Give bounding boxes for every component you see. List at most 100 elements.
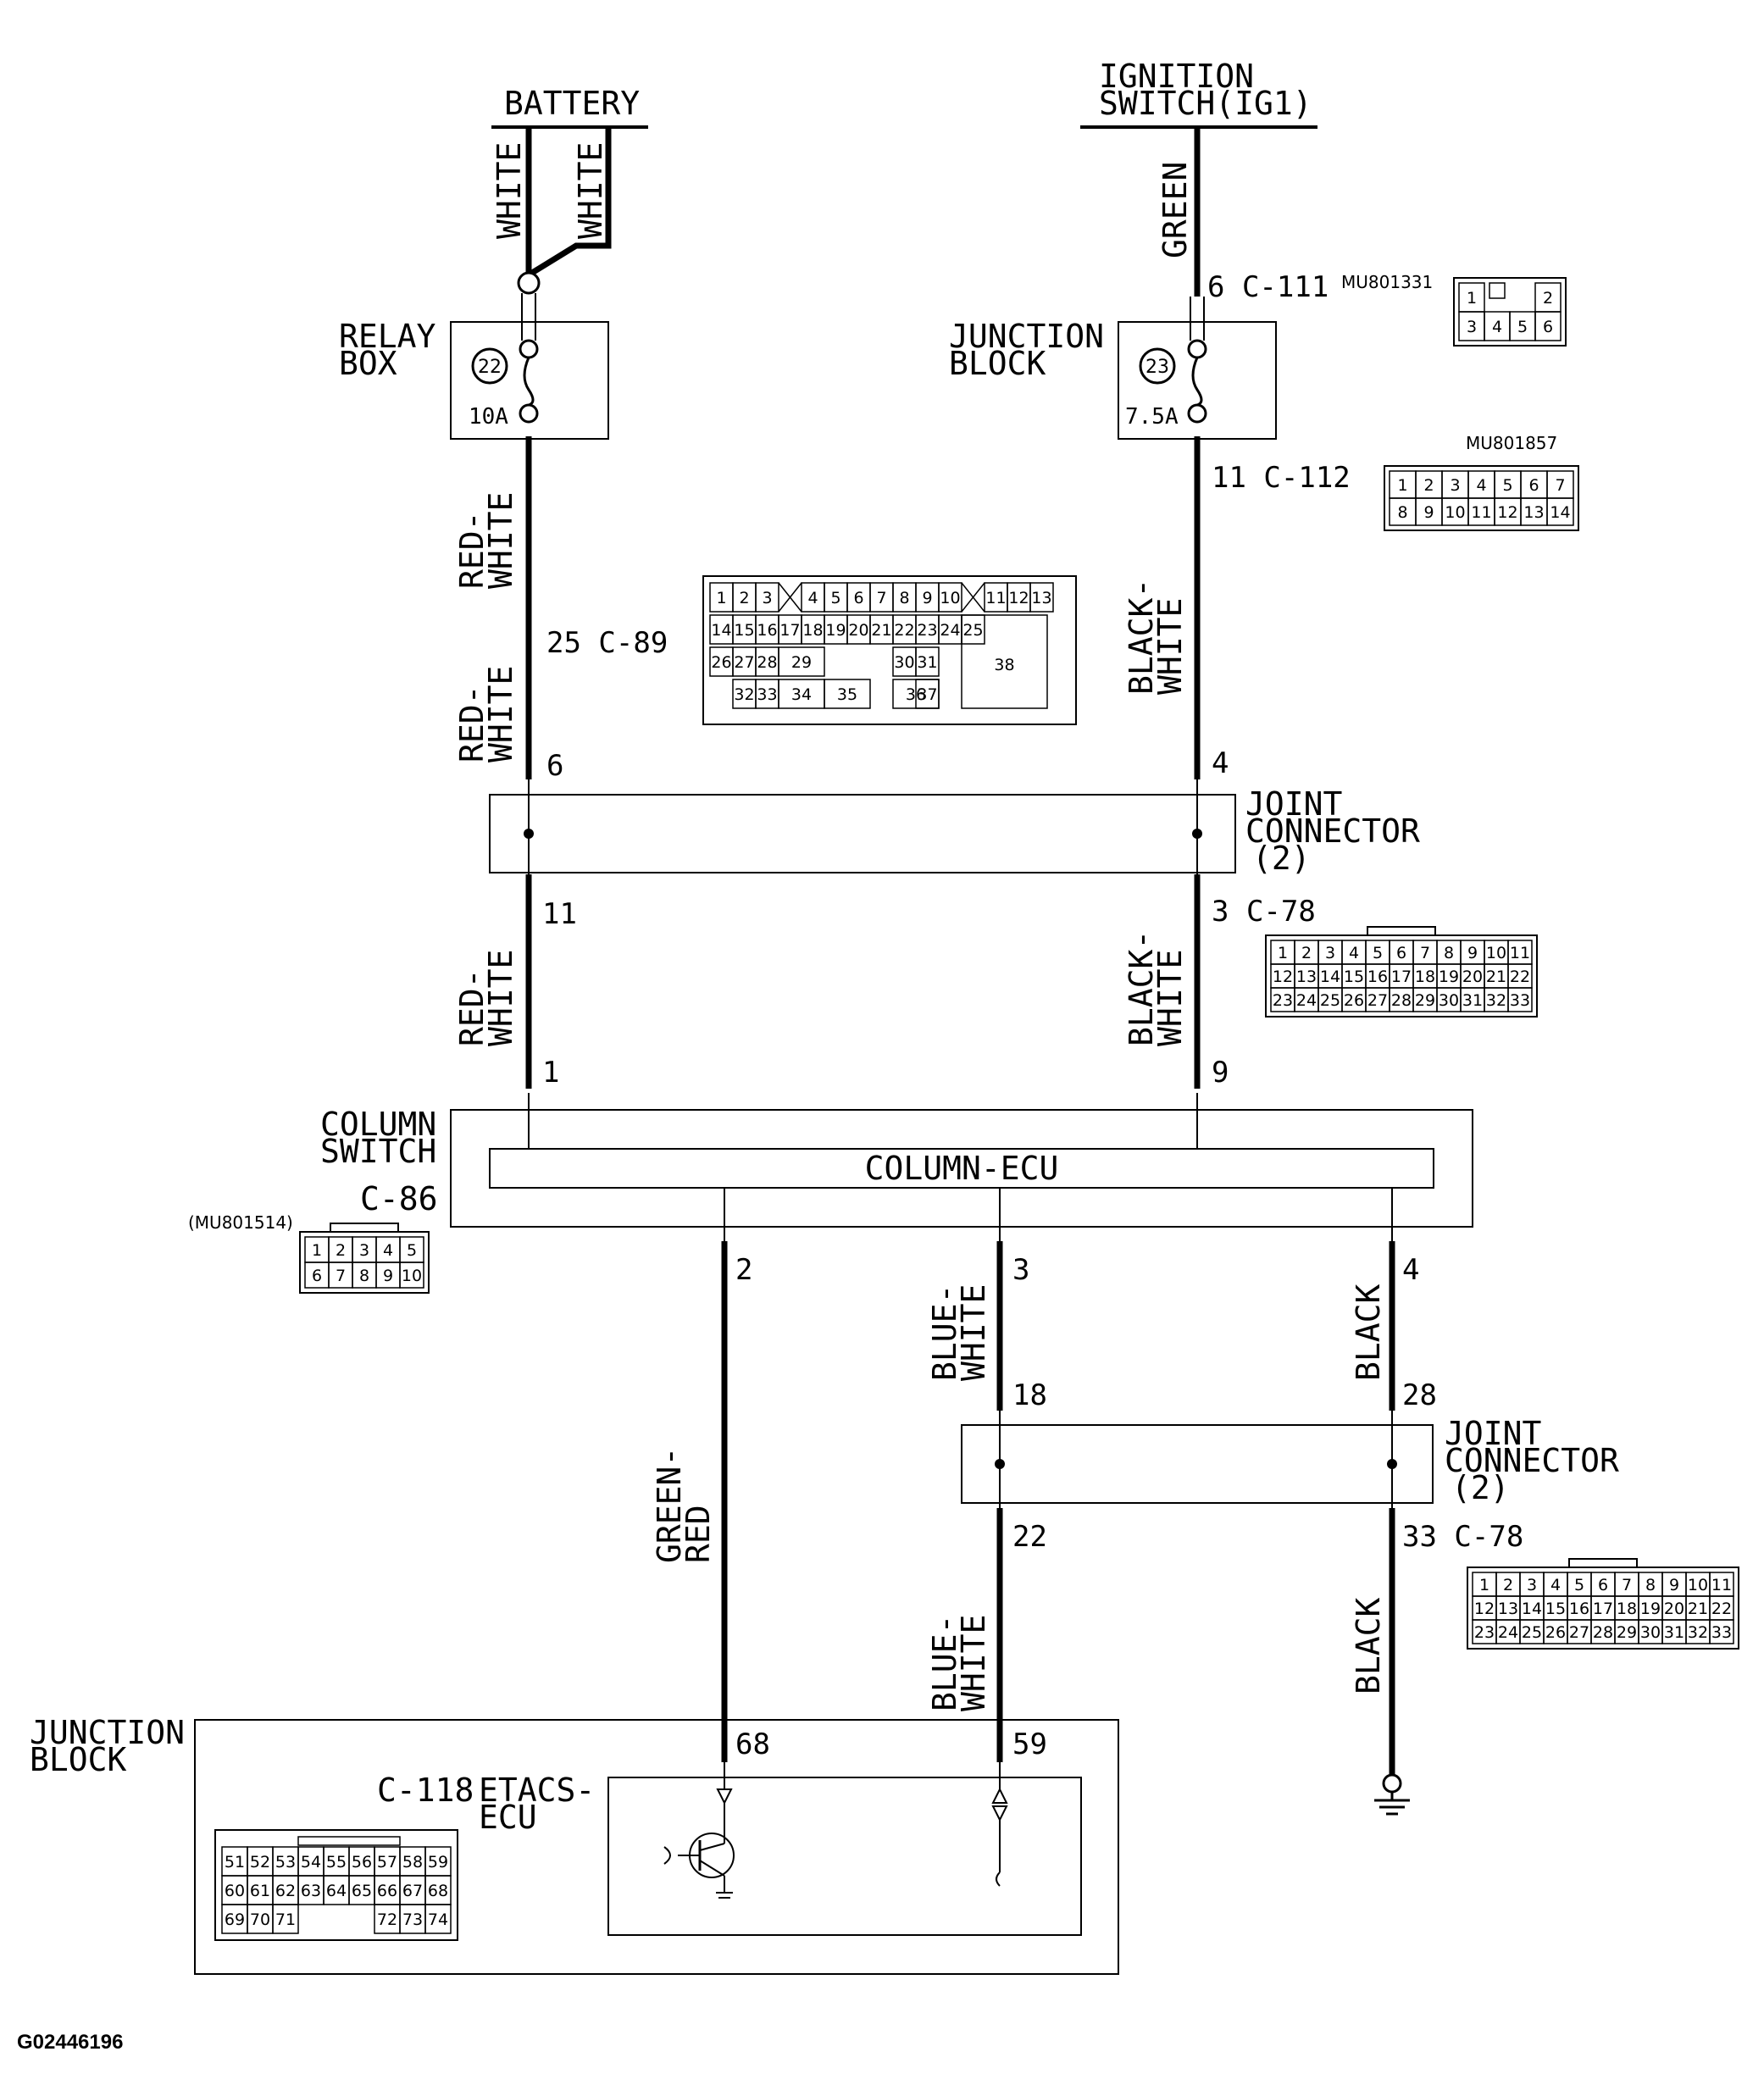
- connector-cell-label: 20: [1664, 1600, 1684, 1618]
- column-ecu-label: COLUMN-ECU: [865, 1150, 1059, 1187]
- pin-labels: 6 C-111 11 C-112 25 C-89 6 4 11 3 C-78 1…: [542, 270, 1523, 1761]
- connector-cell-label: 54: [301, 1853, 321, 1872]
- ignition-source: IGNITION SWITCH(IG1): [1080, 58, 1317, 129]
- connector-cell-label: 30: [1640, 1623, 1661, 1642]
- connector-cell-label: 2: [1503, 1576, 1513, 1594]
- connector-cell-label: 17: [1391, 968, 1412, 986]
- connector-cell-label: 2: [336, 1241, 346, 1260]
- connector-cell-label: 6: [1396, 944, 1406, 962]
- connector-cell-label: 4: [383, 1241, 393, 1260]
- connector-cell-label: 15: [1344, 968, 1364, 986]
- connector-cell-label: 4: [1492, 318, 1502, 336]
- connector-cell-label: 5: [407, 1241, 417, 1260]
- connector-cell-label: 19: [1640, 1600, 1661, 1618]
- wire-label-bluw2a: BLUE-: [926, 1615, 963, 1711]
- column-switch-label-2: SWITCH: [320, 1133, 436, 1170]
- wire-label-bw1b: WHITE: [1151, 598, 1189, 695]
- wire-label-white-left: WHITE: [491, 142, 528, 239]
- relay-box-label-1: RELAY: [339, 318, 436, 355]
- column-switch-label-1: COLUMN: [320, 1106, 436, 1143]
- connector-cell-label: 55: [326, 1853, 347, 1872]
- etacs-label-1: ETACS-: [479, 1772, 595, 1809]
- jb-top-label-1: JUNCTION: [949, 318, 1104, 355]
- connector-cell-label: 9: [1467, 944, 1478, 962]
- jc-upper-label-3: (2): [1252, 840, 1311, 877]
- connector-cell-label: 9: [1669, 1576, 1679, 1594]
- connector-cell: [399, 1262, 424, 1289]
- connector-cell-label: 23: [917, 621, 937, 640]
- relay-box: 22 10A RELAY BOX: [339, 271, 609, 440]
- connector-cell-label: 3: [1450, 476, 1460, 495]
- connector-cell-label: 21: [1688, 1600, 1708, 1618]
- connector-cell-label: 7: [876, 589, 886, 607]
- connector-cell-label: 35: [837, 685, 857, 704]
- connector-cell-label: 3: [359, 1241, 369, 1260]
- pin-cs-out-2: 2: [735, 1253, 752, 1287]
- connector-cell-label: 22: [894, 621, 914, 640]
- wire-label-gr-b: RED: [680, 1505, 717, 1563]
- connector-cell-label: 12: [1497, 503, 1517, 522]
- connector-cell-label: 12: [1474, 1600, 1495, 1618]
- pin-etacs-59: 59: [1012, 1727, 1047, 1761]
- connector-cell-label: 37: [917, 685, 937, 704]
- connector-cell-label: 52: [250, 1853, 270, 1872]
- connector-cell-label: 69: [225, 1910, 245, 1929]
- connector-cell-label: 7: [1555, 476, 1565, 495]
- connector-cell-label: 27: [1569, 1623, 1589, 1642]
- connector-cell-label: 32: [734, 685, 754, 704]
- pin-jc2-in-right: 28: [1402, 1378, 1437, 1412]
- connector-cell-label: 23: [1273, 991, 1293, 1010]
- jc-lower-label-2: CONNECTOR: [1445, 1442, 1619, 1479]
- wire-label-bluw1a: BLUE-: [926, 1284, 963, 1381]
- partno-c111: MU801331: [1341, 272, 1433, 292]
- pin-c112: 11 C-112: [1212, 461, 1351, 495]
- wire-label-bluw1b: WHITE: [955, 1284, 992, 1381]
- wire-label-black-2: BLACK: [1350, 1597, 1387, 1694]
- connector-cell-label: 70: [250, 1910, 270, 1929]
- connector-cell-label: 26: [1344, 991, 1364, 1010]
- connector-cell-label: 27: [734, 653, 754, 672]
- connector-cell-label: 24: [1296, 991, 1317, 1010]
- connector-cell-label: 51: [225, 1853, 245, 1872]
- etacs-label-2: ECU: [479, 1799, 537, 1836]
- connector-cell-label: 10: [1486, 944, 1506, 962]
- connector-cell-label: 3: [1467, 318, 1477, 336]
- connector-cell-label: 28: [757, 653, 777, 672]
- connector-cell-label: 6: [1528, 476, 1539, 495]
- connector-cell-label: 31: [1664, 1623, 1684, 1642]
- wire-label-bluw2b: WHITE: [955, 1615, 992, 1711]
- connector-cell-label: 29: [1617, 1623, 1637, 1642]
- connector-cell-label: 18: [1617, 1600, 1637, 1618]
- connector-cell-label: 14: [1550, 503, 1570, 522]
- jc-lower-label-1: JOINT: [1445, 1415, 1541, 1452]
- connector-cell-label: 3: [1325, 944, 1335, 962]
- column-switch-connector: C-86: [360, 1180, 438, 1217]
- connector-cell-label: 8: [1645, 1576, 1656, 1594]
- pin-jc2-out-left: 22: [1012, 1520, 1047, 1554]
- connector-cell-label: 13: [1523, 503, 1544, 522]
- jb-bottom-label-2: BLOCK: [30, 1741, 127, 1778]
- connector-cell-label: 13: [1031, 589, 1051, 607]
- connector-cell: [1507, 987, 1533, 1012]
- connector-cell-label: 66: [377, 1882, 397, 1900]
- connector-cell-label: 6: [853, 589, 863, 607]
- connector-cell-label: 29: [1415, 991, 1435, 1010]
- connector-cell-label: 63: [301, 1882, 321, 1900]
- connector-cell-label: 19: [1439, 968, 1459, 986]
- connector-cell-label: 30: [1439, 991, 1459, 1010]
- pin-cs-out-4: 4: [1402, 1253, 1419, 1287]
- connector-cell-label: 26: [711, 653, 731, 672]
- connector-cell-label: 14: [711, 621, 731, 640]
- connector-cell-label: 2: [1301, 944, 1312, 962]
- connector-cell-label: 62: [275, 1882, 296, 1900]
- partno-c112: MU801857: [1466, 433, 1557, 453]
- connector-cell-label: 7: [336, 1267, 346, 1285]
- connector-cell-label: 5: [1502, 476, 1512, 495]
- connector-cell-label: 4: [807, 589, 818, 607]
- connector-cell-label: 4: [1550, 1576, 1561, 1594]
- connector-cell-label: 25: [1522, 1623, 1542, 1642]
